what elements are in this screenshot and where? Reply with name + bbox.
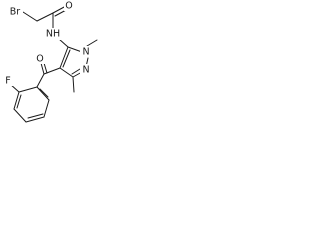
bromine-label: Br (10, 7, 21, 18)
bond-ph-1 (36, 86, 50, 101)
amide-nh-label: NH (46, 29, 60, 40)
bond-c4-c5-2 (62, 49, 71, 68)
bond-ph-4 (13, 108, 27, 123)
pyrazole-n1-label: N (82, 47, 89, 58)
bond-ph-2 (43, 99, 50, 118)
bond-ph-3-inner (27, 113, 44, 119)
bond-ph-5 (13, 91, 20, 110)
pyrazole-n2-label: N (82, 65, 89, 76)
ketone-oxygen-label: O (36, 54, 43, 65)
bond-n2-c3-2 (71, 68, 81, 75)
bond-ph-3 (25, 116, 45, 123)
bond-c4-c5-1 (59, 46, 69, 69)
bond-ketone-o-1 (40, 62, 45, 75)
bond-nh-c5 (58, 38, 69, 48)
bond-carbonyl-o-1 (52, 5, 67, 14)
bond-ph-1-inner (39, 88, 49, 98)
bond-ketone-o-2 (43, 62, 48, 74)
molecule-structure: Br O NH N N O F (3, 1, 98, 123)
bond-ketone-phenyl (36, 73, 45, 88)
bond-br-ch2 (22, 11, 38, 22)
bond-c3-c4 (59, 67, 74, 78)
bond-ch2-carbonyl (36, 12, 54, 22)
bond-n1-methyl (86, 39, 98, 47)
bond-c3-methyl (72, 76, 75, 93)
fluorine-label: F (5, 76, 10, 87)
bond-c5-n1 (67, 46, 83, 53)
bond-ph-5-inner (16, 94, 22, 109)
structure-canvas: Br O NH N N O F (0, 0, 102, 138)
bond-ph-6 (18, 86, 38, 93)
amide-oxygen-label: O (65, 1, 72, 12)
